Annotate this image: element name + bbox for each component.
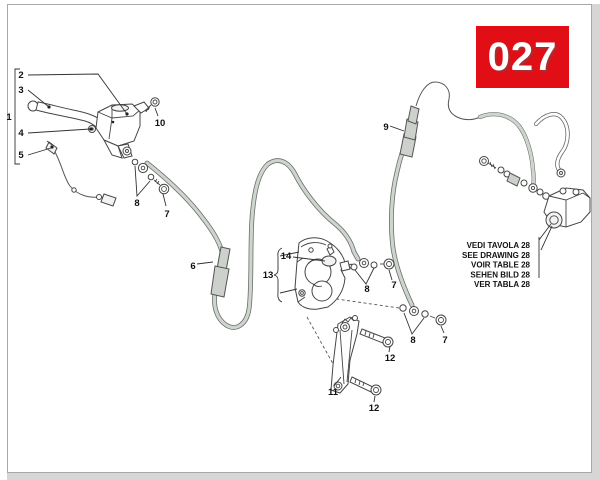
banjo-washer (399, 304, 407, 312)
banjo-bolt-7 (153, 178, 170, 195)
hose-eyelet (359, 258, 369, 268)
note-line: SEHEN BILD 28 (470, 270, 530, 279)
group-bracket-1 (14, 68, 20, 165)
part-label-8: 8 (410, 335, 415, 346)
part-label-6: 6 (190, 261, 195, 272)
callout-leader-lines (14, 68, 553, 403)
junction-loop-hose (533, 112, 570, 178)
front-brake-hose (144, 158, 361, 330)
table-number-badge: 027 (476, 26, 569, 88)
part-label-10: 10 (155, 118, 166, 129)
part-label-12: 12 (385, 353, 396, 364)
outlet-port (117, 143, 133, 159)
note-line: VOIR TABLE 28 (471, 261, 531, 270)
hose-eyelet (409, 306, 419, 316)
junction-hose-end (506, 172, 521, 187)
clamp-bolt-10 (144, 97, 160, 113)
junction-block (543, 187, 591, 229)
brake-switch-wire-5 (45, 140, 117, 207)
group-brace-13 (273, 247, 283, 303)
junction-washer (497, 166, 505, 174)
banjo-washer (421, 310, 429, 318)
table-number: 027 (487, 34, 558, 79)
part-label-1: 1 (6, 112, 12, 123)
assembly-dashed-lines (306, 294, 400, 372)
part-label-7: 7 (391, 280, 396, 291)
caliper-bracket-11 (330, 315, 360, 394)
junction-washer (520, 179, 528, 187)
pad-pin (352, 315, 358, 321)
banjo-bolt-7 (380, 258, 395, 270)
banjo-bolt-7 (429, 314, 447, 326)
part-label-14: 14 (281, 251, 292, 262)
note-line: SEE DRAWING 28 (462, 251, 531, 260)
mounting-bolt-12 (359, 328, 394, 348)
hose-eyelet (528, 183, 538, 193)
part-label-5: 5 (18, 150, 24, 161)
part-label-7: 7 (164, 209, 169, 220)
part-label-4: 4 (18, 128, 24, 139)
junction-assembly-table-28 (479, 156, 591, 229)
brake-hose-9 (388, 81, 536, 308)
part-label-8: 8 (134, 198, 139, 209)
caliper-body (304, 243, 354, 302)
banjo-washer (131, 158, 139, 166)
pad-pin (333, 327, 339, 333)
cross-reference-note: VEDI TAVOLA 28 SEE DRAWING 28 VOIR TABLE… (462, 241, 531, 289)
master-cylinder-body (95, 103, 141, 159)
note-line: VER TABLA 28 (474, 280, 531, 289)
retainer-spring (341, 317, 355, 324)
note-line: VEDI TAVOLA 28 (467, 241, 531, 250)
junction-bolt (479, 156, 497, 170)
banjo-washer (350, 263, 358, 271)
hose-protector-sleeve (210, 246, 231, 298)
front-brake-caliper (294, 237, 395, 310)
note-leader (538, 223, 553, 278)
banjo-washer (370, 261, 378, 269)
part-label-9: 9 (383, 122, 388, 133)
hose-fitting (399, 105, 420, 158)
part-label-3: 3 (18, 85, 23, 96)
page-shadow-bottom (7, 473, 600, 480)
front-master-cylinder-assembly (27, 97, 170, 207)
junction-washer (536, 188, 544, 196)
hose-9-banjo-hardware (399, 304, 447, 326)
hose-eyelet (137, 162, 149, 174)
part-label-2: 2 (18, 70, 23, 81)
part-label-8: 8 (364, 284, 369, 295)
part-label-7: 7 (442, 335, 447, 346)
page-shadow-right (592, 4, 600, 480)
part-label-13: 13 (263, 270, 274, 281)
part-label-12: 12 (369, 403, 380, 414)
banjo-washer (147, 173, 155, 181)
mounting-bolt-12 (349, 376, 382, 396)
part-label-11: 11 (328, 387, 339, 398)
part-number-labels: 1 2 3 4 5 10 8 7 6 9 13 14 8 7 8 7 11 12… (6, 70, 447, 414)
